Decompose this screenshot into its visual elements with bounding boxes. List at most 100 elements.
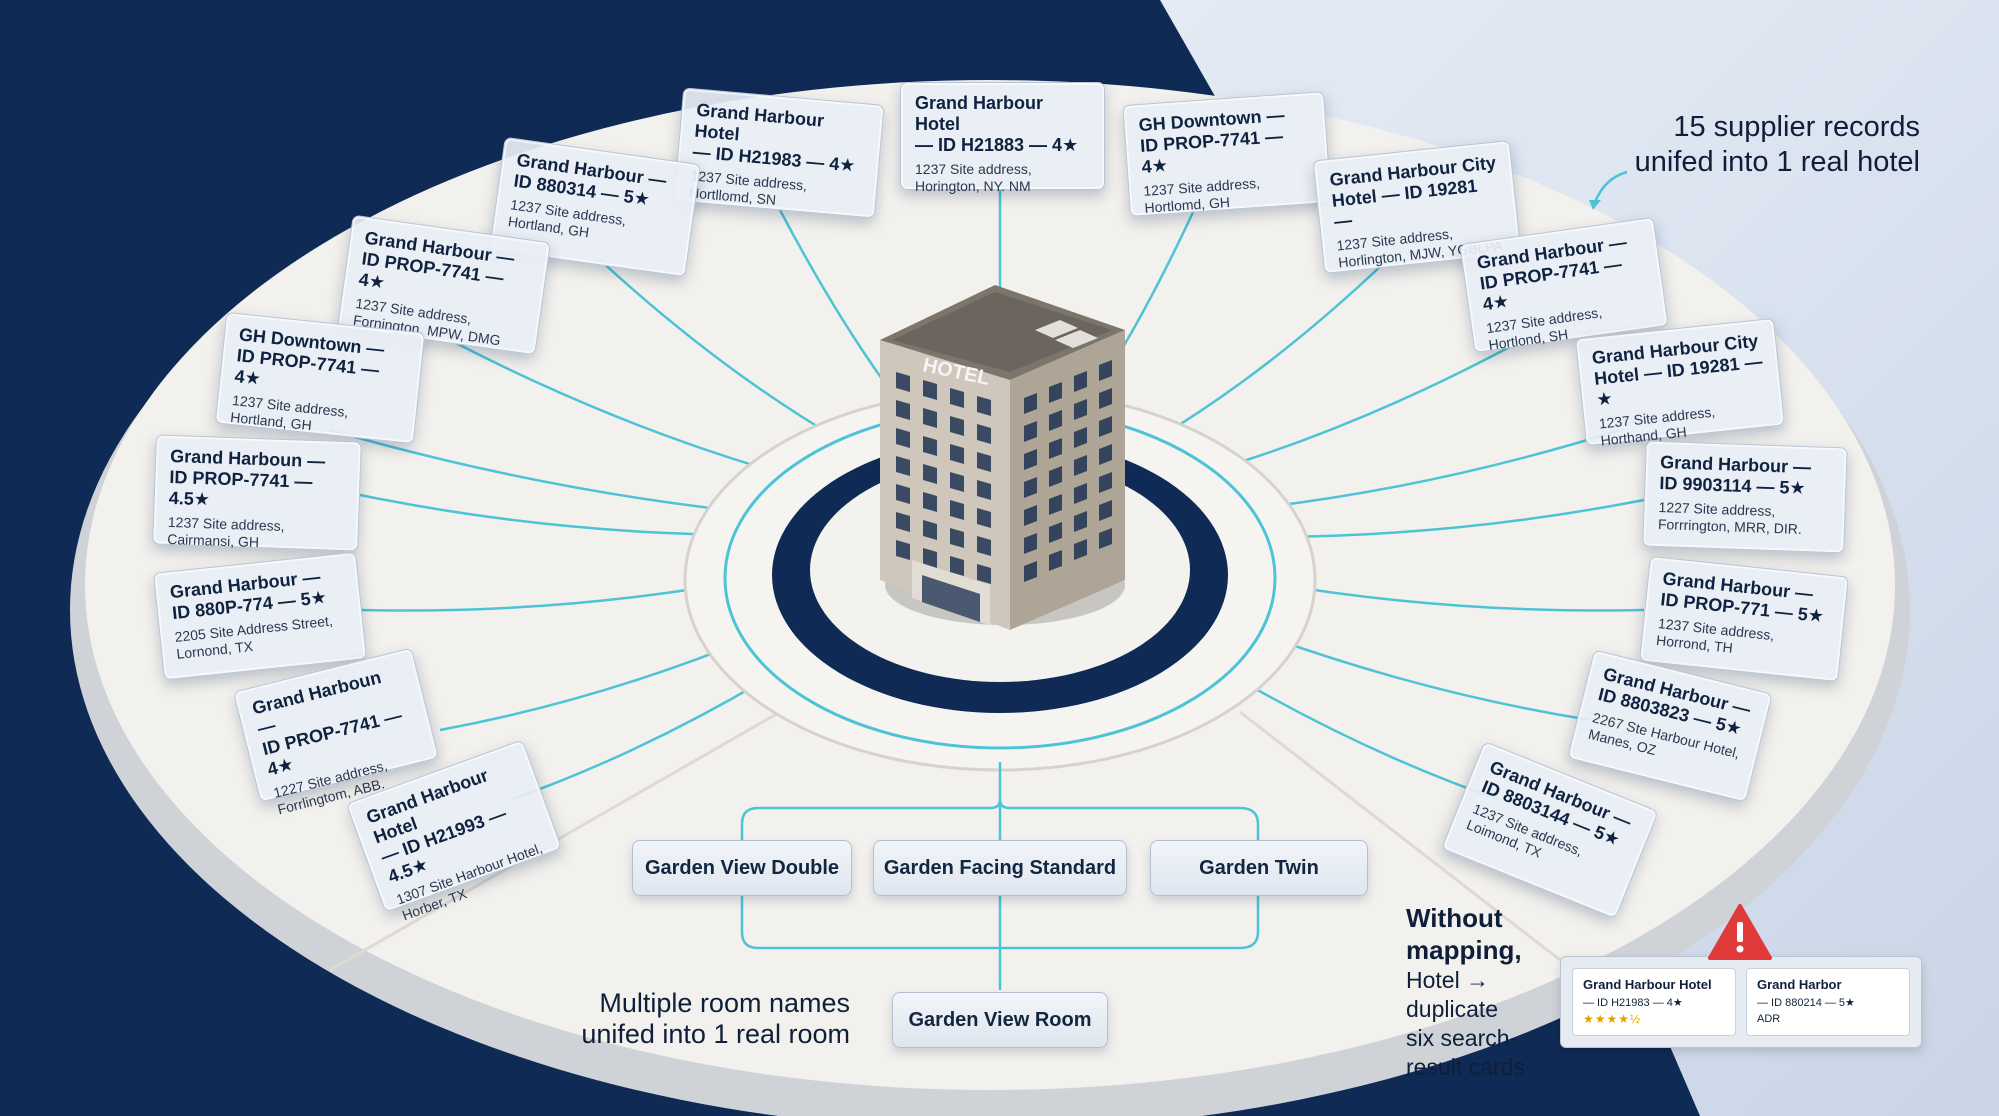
supplier-card[interactable]: GH Downtown — ID PROP-7741 — 4★ 1237 Sit… <box>1122 91 1332 217</box>
platform-sector-line <box>1239 710 1561 962</box>
headline-line-1: 15 supplier records <box>1673 111 1920 143</box>
window <box>1074 483 1087 504</box>
warning-icon <box>1708 904 1772 960</box>
window <box>1024 505 1037 526</box>
supplier-card[interactable]: Grand Harbour Hotel — ID H21883 — 4★ 123… <box>900 82 1105 194</box>
warning-body-line: Hotel → <box>1406 967 1490 993</box>
window <box>923 548 937 568</box>
supplier-card-address: 1237 Site address, Cairmansi, GH <box>167 513 285 551</box>
supplier-card[interactable]: Grand Harbour Hotel — ID H21983 — 4★ 123… <box>673 87 885 219</box>
window <box>950 500 964 520</box>
supplier-card[interactable]: Grand Harbour — ID PROP-771 — 5★ 1237 Si… <box>1639 555 1849 683</box>
room-variant-garden-view-double[interactable]: Garden View Double <box>632 840 852 896</box>
duplicate-result-tag: ADR <box>1757 1013 1781 1025</box>
window <box>1074 539 1087 560</box>
window <box>1049 522 1062 543</box>
headline-arrow-icon <box>1589 170 1628 210</box>
headline-line-2: unifed into 1 real hotel <box>1634 146 1920 178</box>
window <box>896 400 910 420</box>
window <box>1099 528 1112 549</box>
window <box>977 452 991 472</box>
supplier-card-title: Grand Harbour City Hotel — ID 19281 — <box>1328 152 1497 232</box>
window <box>977 424 991 444</box>
window <box>950 388 964 408</box>
window <box>923 408 937 428</box>
window <box>923 436 937 456</box>
window <box>923 520 937 540</box>
rating-stars-icon: ★★★★½ <box>1583 1012 1642 1026</box>
connector-line <box>1206 334 1531 474</box>
window <box>1099 500 1112 521</box>
window <box>1074 371 1087 392</box>
window <box>977 564 991 584</box>
window <box>1049 494 1062 515</box>
window <box>1099 416 1112 437</box>
window <box>950 416 964 436</box>
room-caption: Multiple room names unifed into 1 real r… <box>520 988 850 1050</box>
headline: 15 supplier records unifed into 1 real h… <box>1600 110 1920 180</box>
supplier-card[interactable]: Grand Harbour — ID 9903114 — 5★ 1227 Sit… <box>1642 440 1848 554</box>
connector-line <box>599 259 842 442</box>
window <box>1049 438 1062 459</box>
supplier-card[interactable]: Grand Harboun — ID PROP-7741 — 4.5★ 1237… <box>152 434 362 552</box>
window <box>1024 561 1037 582</box>
window <box>896 540 910 560</box>
window <box>1024 421 1037 442</box>
window <box>1024 449 1037 470</box>
duplicate-result-card[interactable]: Grand Harbour Hotel — ID H21983 — 4★ ★★★… <box>1572 968 1736 1036</box>
duplicate-result-title: Grand Harbor <box>1757 977 1842 992</box>
room-tree-lines <box>740 762 1260 990</box>
window <box>1049 382 1062 403</box>
duplicate-result-card[interactable]: Grand Harbor — ID 880214 — 5★ ADR <box>1746 968 1910 1036</box>
room-caption-line-2: unifed into 1 real room <box>581 1019 850 1049</box>
connector-line <box>449 338 791 478</box>
connector-line <box>1155 261 1386 441</box>
supplier-card-title: Grand Harbour City Hotel — ID 19281 — ★ <box>1590 330 1764 410</box>
window <box>1024 477 1037 498</box>
unified-room-garden-view-room[interactable]: Garden View Room <box>892 992 1108 1048</box>
window <box>896 372 910 392</box>
window <box>950 556 964 576</box>
window <box>896 512 910 532</box>
supplier-card-title: Grand Harbour Hotel — ID H21983 — 4★ <box>691 99 857 176</box>
room-variant-garden-twin[interactable]: Garden Twin <box>1150 840 1368 896</box>
warning-body-line: result cards <box>1406 1054 1525 1080</box>
supplier-card-title: Grand Harboun — ID PROP-7741 — 4.5★ <box>168 445 326 510</box>
hotel-building: HOTEL <box>880 285 1125 630</box>
window <box>1074 511 1087 532</box>
window <box>1024 393 1037 414</box>
duplicate-result-sub: — ID 880214 — 5★ <box>1757 997 1855 1009</box>
window <box>1024 533 1037 554</box>
window <box>896 428 910 448</box>
duplicate-result-title: Grand Harbour Hotel <box>1583 977 1712 992</box>
warning-body-line: six search- <box>1406 1025 1518 1051</box>
supplier-card[interactable]: GH Downtown — ID PROP-7741 — 4★ 1237 Sit… <box>214 311 426 445</box>
window <box>1049 550 1062 571</box>
supplier-card-address: 1237 Site address, Horington, NY. NM <box>915 161 1032 194</box>
supplier-card-title: Grand Harbour Hotel — ID H21883 — 4★ <box>915 93 1079 155</box>
window <box>1099 444 1112 465</box>
supplier-card-title: GH Downtown — ID PROP-7741 — 4★ <box>1138 104 1286 177</box>
supplier-card-title: GH Downtown — ID PROP-7741 — 4★ <box>233 324 386 389</box>
window <box>896 456 910 476</box>
window <box>1074 399 1087 420</box>
window <box>1074 455 1087 476</box>
window <box>950 528 964 548</box>
warning-body-line: duplicate <box>1406 996 1499 1022</box>
window <box>1049 466 1062 487</box>
window <box>950 472 964 492</box>
supplier-card-title: Grand Harbour — ID 9903114 — 5★ <box>1659 452 1812 499</box>
supplier-card[interactable]: Grand Harbour City Hotel — ID 19281 — ★ … <box>1574 317 1786 449</box>
window <box>977 480 991 500</box>
supplier-card[interactable]: Grand Harbour — ID 880P-774 — 5★ 2205 Si… <box>152 551 368 681</box>
connector-line <box>329 428 762 515</box>
warning-text: Without mapping, Hotel → duplicate six s… <box>1406 902 1606 1082</box>
window <box>1099 388 1112 409</box>
room-variant-garden-facing-standard[interactable]: Garden Facing Standard <box>873 840 1127 896</box>
window <box>977 536 991 556</box>
window <box>977 508 991 528</box>
window <box>1099 360 1112 381</box>
window <box>1099 472 1112 493</box>
window <box>950 444 964 464</box>
window <box>1049 410 1062 431</box>
